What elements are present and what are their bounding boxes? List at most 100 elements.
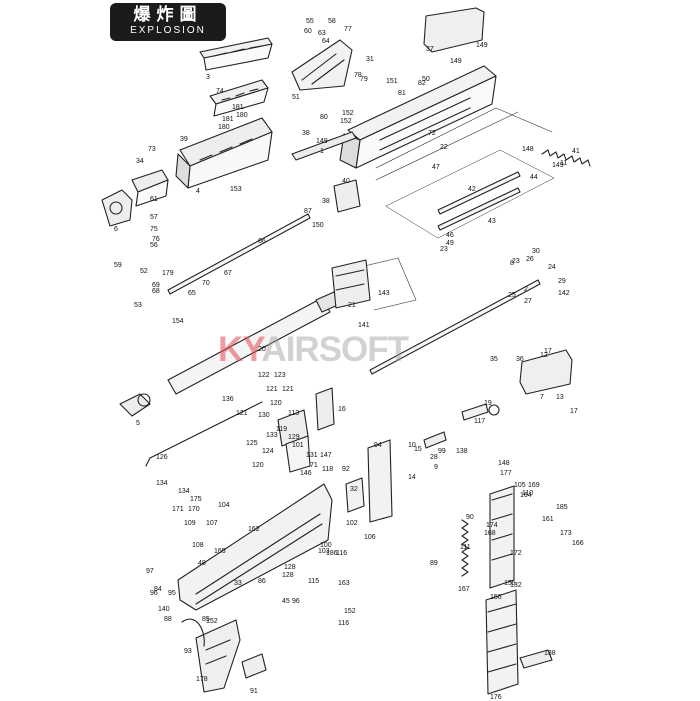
part-number-label: 180	[236, 112, 248, 119]
part-number-label: 24	[548, 264, 556, 271]
part-number-label: 149	[476, 42, 488, 49]
part-number-label: 10	[408, 442, 416, 449]
part-number-label: 81	[398, 90, 406, 97]
part-number-label: 117	[474, 418, 486, 425]
part-number-label: 13	[556, 394, 564, 401]
part-number-label: 163	[338, 580, 350, 587]
mag-release-plate	[345, 477, 365, 513]
part-number-label: 2	[524, 286, 528, 293]
part-number-label: 165	[214, 548, 226, 555]
part-number-label: 178	[196, 676, 208, 683]
part-number-label: 74	[216, 88, 224, 95]
part-number-label: 60	[304, 28, 312, 35]
part-number-label: 77	[344, 26, 352, 33]
part-number-label: 4	[196, 188, 200, 195]
gearbox-shell	[331, 259, 371, 309]
part-number-label: 149	[552, 162, 564, 169]
part-number-label: 150	[312, 222, 324, 229]
part-number-label: 66	[258, 238, 266, 245]
part-number-label: 75	[150, 226, 158, 233]
part-number-label: 16	[338, 406, 346, 413]
part-number-label: 151	[386, 78, 398, 85]
part-number-label: 95	[168, 590, 176, 597]
part-number-label: 138	[456, 448, 468, 455]
part-number-label: 109	[184, 520, 196, 527]
part-number-label: 173	[560, 530, 572, 537]
part-number-label: 84	[154, 586, 162, 593]
piston-spring	[461, 403, 500, 421]
part-number-label: 152	[342, 110, 354, 117]
part-number-label: 116	[336, 550, 348, 557]
part-number-label: 40	[342, 178, 350, 185]
part-number-label: 161	[542, 516, 554, 523]
wiring-harness	[145, 401, 263, 467]
part-number-label: 142	[558, 290, 570, 297]
part-number-label: 167	[458, 586, 470, 593]
part-number-label: 72	[428, 130, 436, 137]
rail-handguard	[209, 79, 269, 117]
part-number-label: 3	[206, 74, 210, 81]
part-number-label: 48	[198, 560, 206, 567]
part-number-label: 37	[426, 46, 434, 53]
part-number-label: 96	[292, 598, 300, 605]
magazine-baseplate	[519, 649, 553, 669]
part-number-label: 34	[136, 158, 144, 165]
part-number-label: 50	[422, 76, 430, 83]
part-number-label: 91	[250, 688, 258, 695]
part-number-label: 128	[284, 564, 296, 571]
part-number-label: 134	[178, 488, 190, 495]
upper-handguard	[199, 37, 273, 71]
part-number-label: 131	[306, 452, 318, 459]
part-number-label: 134	[156, 480, 168, 487]
part-number-label: 20	[258, 346, 266, 353]
part-number-label: 56	[150, 242, 158, 249]
part-number-label: 166	[572, 540, 584, 547]
part-number-label: 177	[500, 470, 512, 477]
part-number-label: 107	[206, 520, 218, 527]
part-number-label: 103	[318, 548, 330, 555]
part-number-label: 39	[180, 136, 188, 143]
part-number-label: 120	[252, 462, 264, 469]
part-number-label: 68	[152, 288, 160, 295]
part-number-label: 129	[288, 434, 300, 441]
part-number-label: 8	[510, 260, 514, 267]
top-rail	[291, 131, 357, 161]
part-number-label: 153	[230, 186, 242, 193]
grip-cap	[241, 653, 267, 679]
part-number-label: 118	[322, 466, 334, 473]
part-number-label: 174	[486, 522, 498, 529]
part-number-label: 96	[150, 590, 158, 597]
part-number-label: 116	[338, 620, 350, 627]
explosion-title-badge: 爆炸圖 EXPLOSION	[110, 3, 226, 41]
part-number-label: 149	[316, 138, 328, 145]
part-number-label: 141	[358, 322, 370, 329]
trigger-guard	[181, 618, 205, 647]
part-number-label: 147	[320, 452, 332, 459]
recoil-spring	[541, 149, 591, 167]
part-number-label: 90	[466, 514, 474, 521]
part-number-label: 26	[526, 256, 534, 263]
part-number-label: 88	[164, 616, 172, 623]
pistol-grip	[195, 619, 241, 693]
part-number-label: 99	[438, 448, 446, 455]
upper-receiver	[339, 65, 497, 169]
part-number-label: 152	[344, 608, 356, 615]
part-number-label: 67	[224, 270, 232, 277]
part-number-label: 172	[510, 550, 522, 557]
part-number-label: 104	[218, 502, 230, 509]
part-number-label: 86	[258, 578, 266, 585]
part-number-label: 49	[446, 240, 454, 247]
part-number-label: 152	[206, 618, 218, 625]
part-number-label: 146	[300, 470, 312, 477]
part-number-label: 181	[232, 104, 244, 111]
magazine-lower	[485, 589, 519, 695]
part-number-label: 47	[432, 164, 440, 171]
magazine-spring	[461, 519, 469, 577]
part-number-label: 115	[308, 578, 320, 585]
part-number-label: 176	[490, 694, 502, 701]
part-number-label: 85	[202, 616, 210, 623]
part-number-label: 69	[152, 282, 160, 289]
part-number-label: 140	[158, 606, 170, 613]
part-number-label: 79	[360, 76, 368, 83]
charging-handle	[291, 39, 353, 91]
